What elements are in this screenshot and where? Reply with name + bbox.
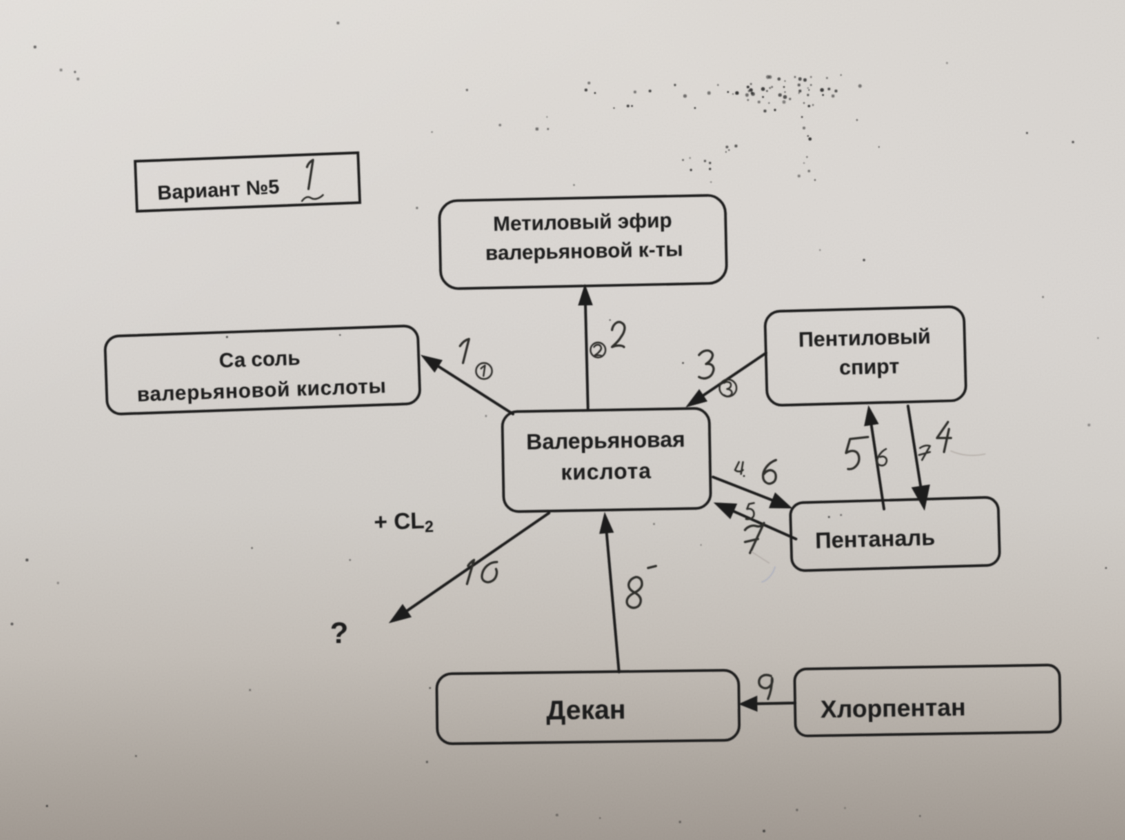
svg-text:?: ?: [330, 617, 348, 650]
svg-text:Пентаналь: Пентаналь: [815, 525, 936, 553]
svg-text:+ CL2: + CL2: [374, 507, 434, 538]
svg-text:Валерьяновая: Валерьяновая: [526, 427, 685, 455]
svg-text:Са соль: Са соль: [219, 347, 301, 373]
svg-text:Метиловый эфир: Метиловый эфир: [493, 209, 672, 236]
svg-text:спирт: спирт: [839, 355, 900, 380]
svg-text:Хлорпентан: Хлорпентан: [820, 694, 966, 723]
svg-text:Пентиловый: Пентиловый: [798, 325, 931, 351]
svg-text:валерьяновой к-ты: валерьяновой к-ты: [485, 238, 683, 265]
svg-text:кислота: кислота: [561, 458, 652, 485]
svg-text:Декан: Декан: [546, 695, 626, 726]
